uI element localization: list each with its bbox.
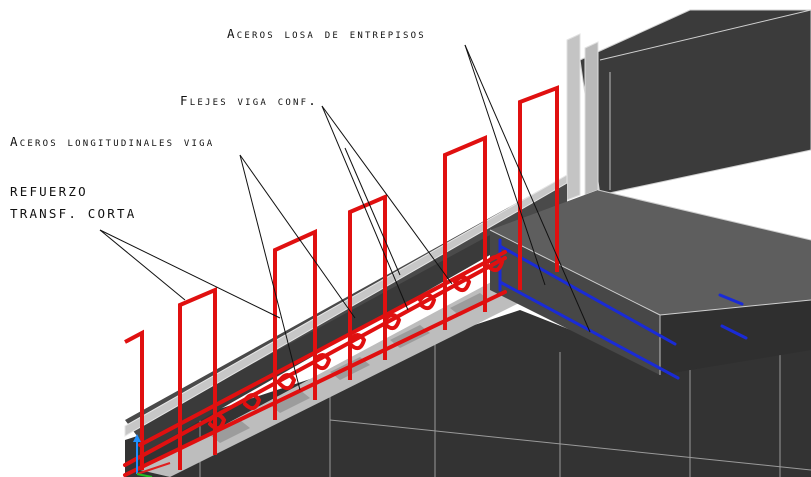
slab-rebars <box>498 238 748 380</box>
slab-side <box>490 230 660 375</box>
label-aceros-losa: Aceros losa de entrepisos <box>227 26 426 41</box>
shear-reinforcement-bars <box>124 85 559 470</box>
upper-wall-column-face-2 <box>584 41 599 196</box>
leader-lines <box>99 44 591 391</box>
slab-front <box>660 300 811 375</box>
label-flejes-viga: Flejes viga conf. <box>180 93 318 108</box>
label-refuerzo-line2: TRANSF. CORTA <box>10 206 137 221</box>
lower-wall <box>125 310 811 477</box>
label-refuerzo-line1: REFUERZO <box>10 184 88 199</box>
upper-wall-column-face <box>566 33 581 201</box>
label-aceros-longitudinales: Aceros longitudinales viga <box>10 134 215 149</box>
